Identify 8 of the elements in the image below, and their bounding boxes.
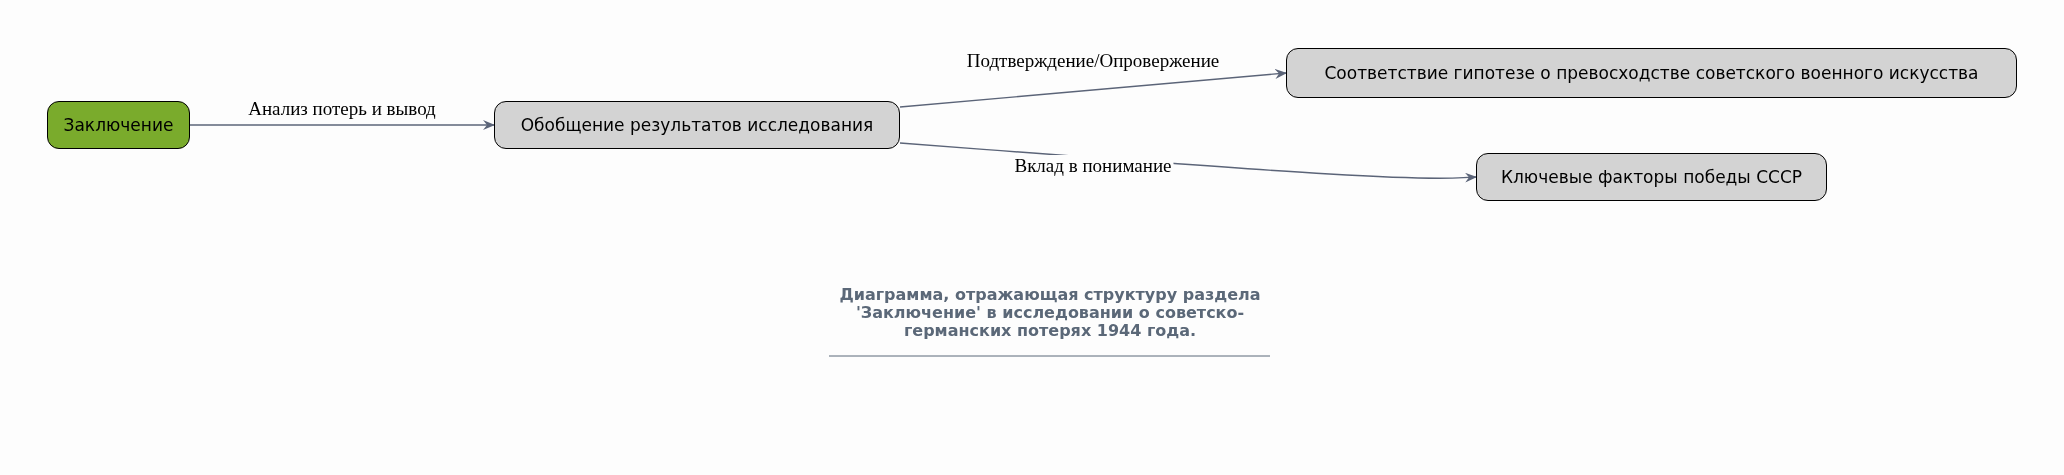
process-box: Соответствие гипотезе о превосходстве советского военного искусства [1286,48,2017,98]
caption: Диаграмма, отражающая структуру раздела 'Заключение' в исследовании о советско-германских потерях 1944 года. [838,286,1262,340]
edge-label: Вклад в понимание [1012,155,1174,177]
process-box: Обобщение результатов исследования [494,101,900,149]
process-box: Ключевые факторы победы СССР [1476,153,1827,201]
process-box: Заключение [47,101,190,149]
arrow [189,120,495,130]
arrow [899,69,1287,108]
